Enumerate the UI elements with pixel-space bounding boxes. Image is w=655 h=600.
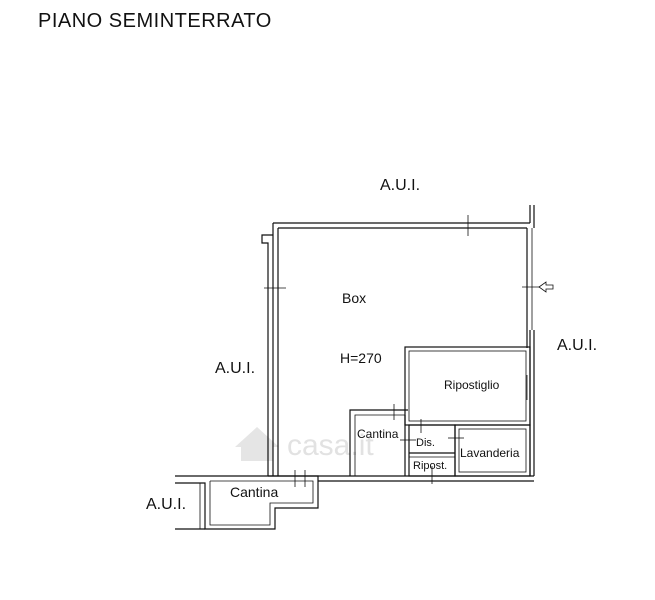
ripost-label: Ripost. xyxy=(413,460,447,472)
watermark: casa.it xyxy=(235,427,374,462)
watermark-text: casa.it xyxy=(287,429,374,462)
aui-top-label: A.U.I. xyxy=(380,177,420,194)
aui-bottom-left-label: A.U.I. xyxy=(146,496,186,513)
aui-right-label: A.U.I. xyxy=(557,337,597,354)
box-label: Box xyxy=(342,290,366,306)
cantina-inner-label: Cantina xyxy=(357,427,399,441)
lavanderia-room xyxy=(454,424,531,477)
aui-left-label: A.U.I. xyxy=(215,360,255,377)
cantina-bottom-label: Cantina xyxy=(230,484,278,500)
dis-label: Dis. xyxy=(416,437,435,449)
height-label: H=270 xyxy=(340,350,382,366)
ripostiglio-label: Ripostiglio xyxy=(444,378,500,392)
plan-title: PIANO SEMINTERRATO xyxy=(38,10,272,32)
entrance-arrow-icon xyxy=(538,281,554,293)
door-marks xyxy=(264,215,540,487)
cantina-bottom-room xyxy=(175,475,319,530)
lavanderia-label: Lavanderia xyxy=(460,446,520,460)
